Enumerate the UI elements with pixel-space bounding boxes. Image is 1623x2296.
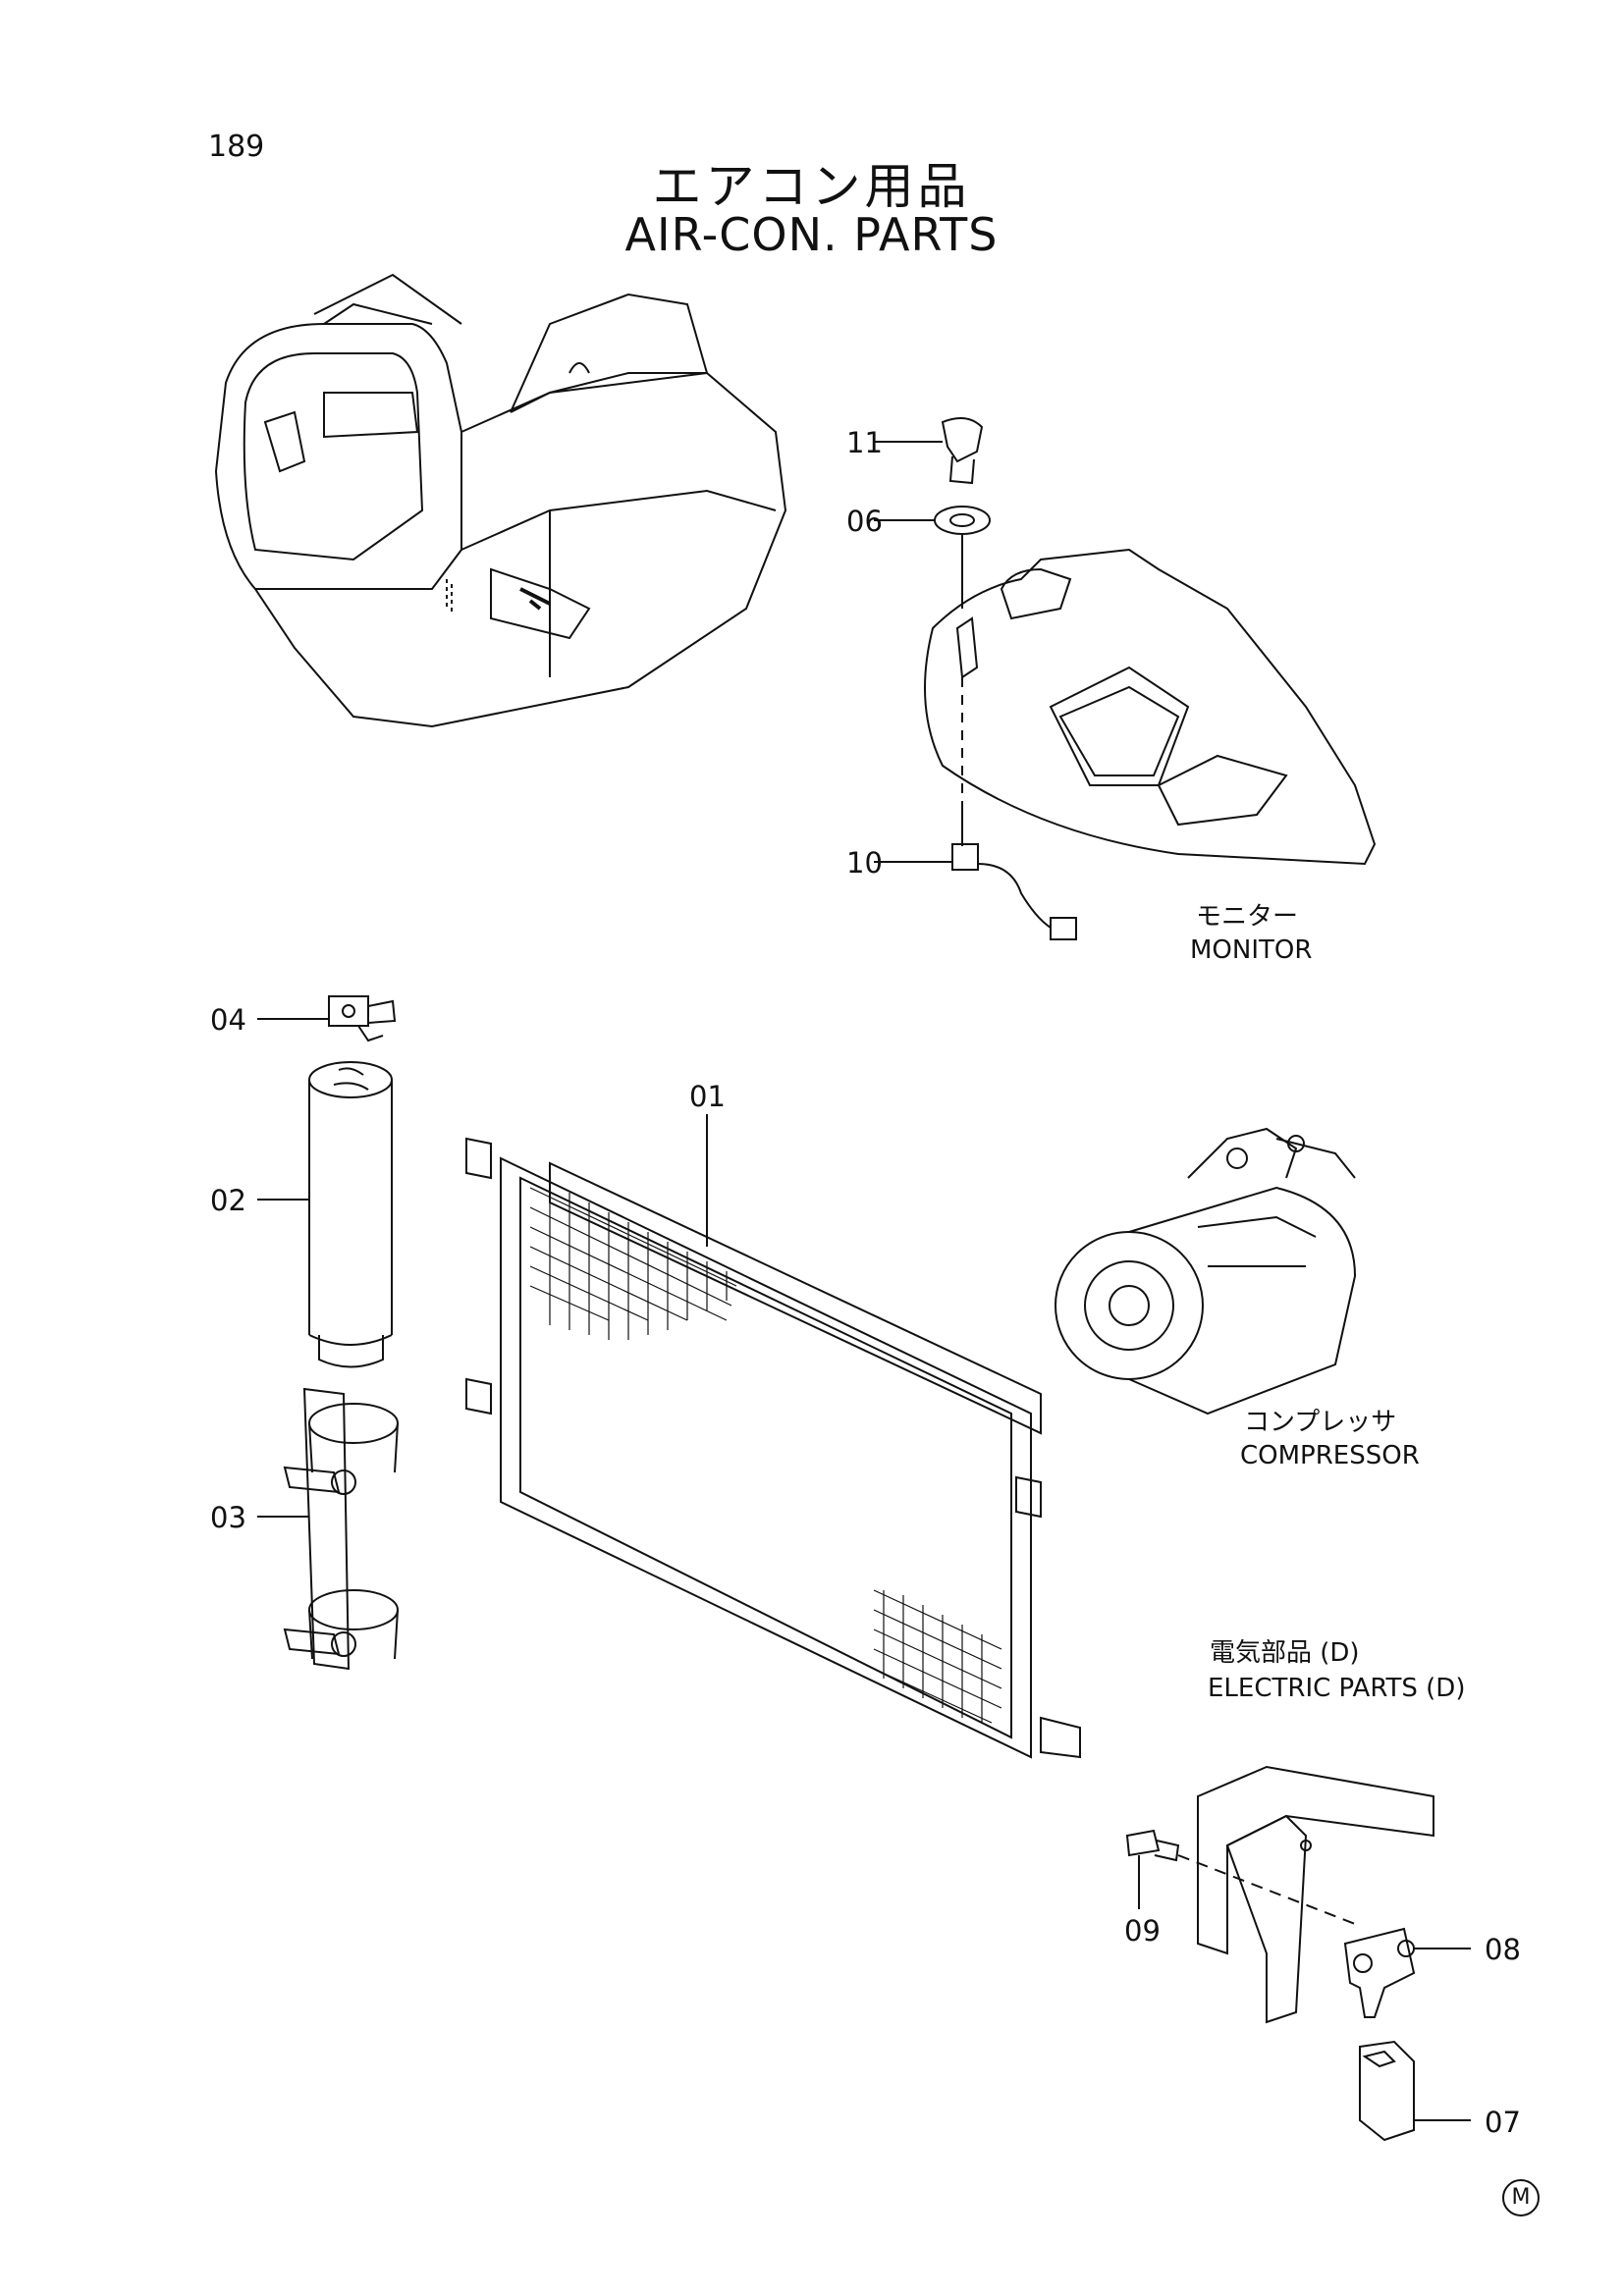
- maker-mark-icon: M: [1502, 2179, 1540, 2216]
- part-04-fitting: [257, 995, 397, 1042]
- part-01-condenser: [465, 1114, 1081, 1759]
- callout-03: 03: [210, 1501, 246, 1534]
- callout-01: 01: [689, 1080, 726, 1113]
- caption-compressor-jp: コンプレッサ: [1244, 1408, 1397, 1437]
- callout-10: 10: [846, 846, 883, 880]
- part-03-bracket: [257, 1387, 399, 1671]
- callout-11: 11: [846, 426, 883, 459]
- caption-monitor-en: MONITOR: [1190, 935, 1313, 965]
- page-number: 189: [208, 130, 265, 164]
- part-08-plate: [1343, 1927, 1471, 2018]
- caption-compressor-en: COMPRESSOR: [1240, 1441, 1420, 1470]
- monitor-housing: [924, 548, 1377, 866]
- callout-02: 02: [210, 1184, 246, 1217]
- callout-06: 06: [846, 505, 883, 538]
- callout-04: 04: [210, 1003, 246, 1037]
- excavator-overview: [214, 273, 787, 728]
- page-title-en: AIR-CON. PARTS: [624, 208, 999, 261]
- part-11-plug: [874, 417, 984, 485]
- part-02-receiver-drier: [257, 1061, 393, 1368]
- electric-parts-bracket: [1197, 1765, 1434, 2024]
- callout-09: 09: [1124, 1914, 1161, 1948]
- caption-monitor-jp: モニター: [1196, 902, 1299, 932]
- compressor: [1055, 1127, 1357, 1415]
- part-06-grommet: [874, 506, 991, 609]
- part-10-switch: [874, 805, 1077, 940]
- part-07-relay: [1359, 2040, 1471, 2142]
- page-title-jp: エアコン用品: [652, 158, 971, 215]
- caption-electric-en: ELECTRIC PARTS (D): [1208, 1674, 1466, 1703]
- part-09-bolt: [1125, 1829, 1356, 1925]
- callout-07: 07: [1485, 2106, 1521, 2139]
- caption-electric-jp: 電気部品 (D): [1210, 1638, 1360, 1668]
- callout-08: 08: [1485, 1933, 1521, 1966]
